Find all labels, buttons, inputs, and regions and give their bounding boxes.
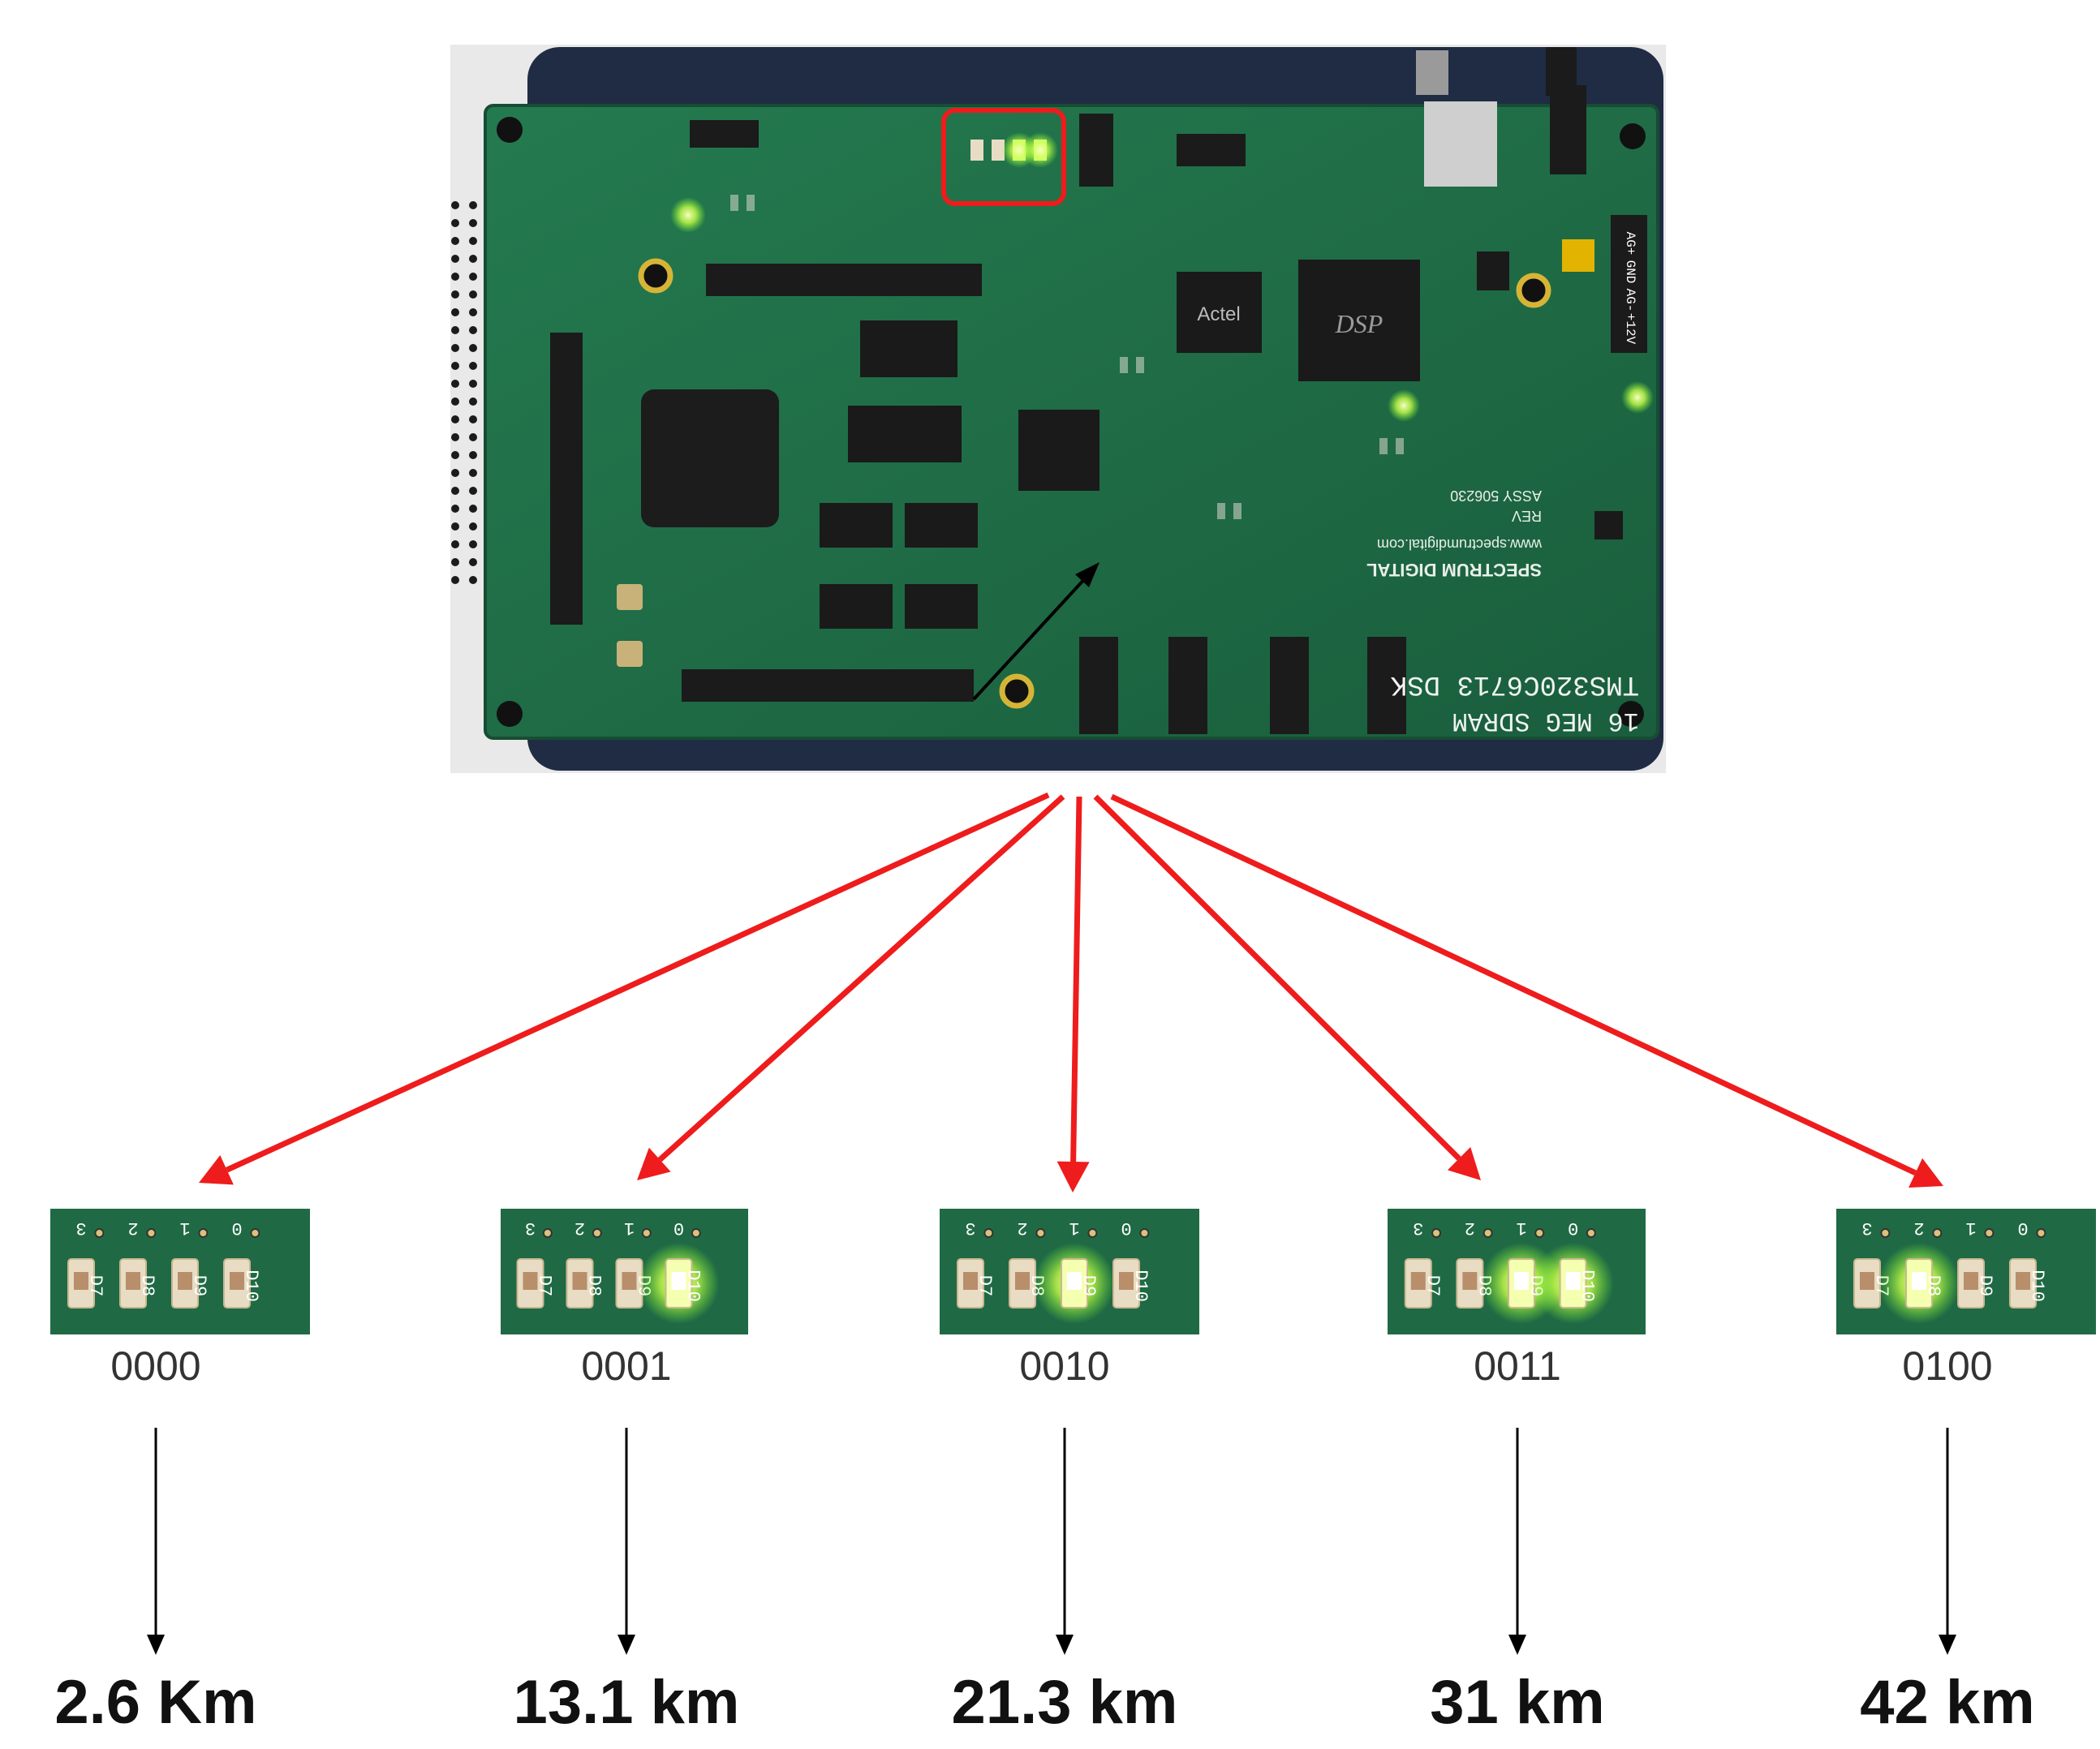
- led-designator: D9: [1975, 1275, 1995, 1296]
- assy-silkscreen: ASSY 506230: [1450, 488, 1542, 504]
- bit-label: 1: [624, 1218, 635, 1238]
- red-arrow-0010: [1070, 796, 1082, 1162]
- fanout-arrows: [199, 792, 1943, 1192]
- terminal-label-0: AG+: [1623, 232, 1637, 256]
- distance-label: 42 km: [1860, 1668, 2035, 1737]
- led-designator: D10: [2027, 1270, 2047, 1302]
- red-arrow-0000: [226, 792, 1050, 1173]
- red-arrow-0001: [657, 794, 1065, 1162]
- bit-label: 0: [2017, 1218, 2028, 1238]
- binary-code-label: 0000: [110, 1343, 201, 1389]
- led-designator: D8: [1923, 1275, 1943, 1296]
- board-status-led-glow: [1388, 389, 1420, 422]
- bit-label: 2: [1465, 1218, 1475, 1238]
- led-designator: D10: [241, 1270, 261, 1302]
- actel-chip-label: Actel: [1197, 303, 1240, 325]
- terminal-label-2: AG-: [1623, 289, 1637, 312]
- bit-label: 1: [1965, 1218, 1976, 1238]
- bit-label: 1: [1516, 1218, 1526, 1238]
- red-arrowhead: [637, 1147, 671, 1180]
- down-arrowhead: [1508, 1635, 1526, 1655]
- bit-label: 1: [179, 1218, 190, 1238]
- bit-label: 2: [127, 1218, 138, 1238]
- led-designator: D7: [85, 1275, 105, 1296]
- bit-label: 2: [1017, 1218, 1027, 1238]
- down-arrowhead: [1056, 1635, 1074, 1655]
- down-arrowhead: [618, 1635, 635, 1655]
- binary-code-label: 0010: [1019, 1343, 1110, 1389]
- down-arrowhead: [147, 1635, 165, 1655]
- led-designator: D9: [1078, 1275, 1099, 1296]
- led-designator: D8: [137, 1275, 157, 1296]
- dsp-board-photo: DSP Actel AG+ GND: [450, 45, 1666, 773]
- board-pointer-arrow: [972, 574, 1089, 701]
- binary-code-label: 0100: [1902, 1343, 1993, 1389]
- distance-label: 13.1 km: [513, 1668, 740, 1737]
- led-highlight-box: [941, 108, 1066, 206]
- terminal-label-3: +12V: [1623, 313, 1637, 345]
- bit-label: 0: [673, 1218, 684, 1238]
- red-arrowhead: [199, 1155, 234, 1185]
- rev-silkscreen: REV: [1512, 508, 1542, 524]
- led-designator: D10: [1577, 1270, 1598, 1302]
- bit-label: 0: [1568, 1218, 1578, 1238]
- led-designator: D7: [975, 1275, 995, 1296]
- led-designator: D9: [189, 1275, 209, 1296]
- model-silkscreen: TMS320C6713 DSK: [1390, 668, 1639, 699]
- bit-label: 3: [525, 1218, 536, 1238]
- down-arrowhead: [1939, 1635, 1956, 1655]
- terminal-label-1: GND: [1623, 260, 1637, 284]
- red-arrowhead: [1909, 1158, 1943, 1188]
- dsp-chip-label: DSP: [1335, 309, 1384, 338]
- red-arrowhead: [1056, 1161, 1090, 1192]
- board-status-led-glow: [1621, 381, 1654, 414]
- memory-silkscreen: 16 MEG SDRAM: [1452, 706, 1639, 736]
- led-state-panels: 3D72D81D90D103D72D81D90D103D72D81D90D103…: [50, 1209, 2096, 1655]
- binary-code-label: 0011: [1474, 1343, 1561, 1389]
- bit-label: 3: [965, 1218, 975, 1238]
- red-arrow-0011: [1093, 794, 1461, 1161]
- bit-label: 3: [1861, 1218, 1872, 1238]
- bit-label: 2: [574, 1218, 585, 1238]
- binary-code-label: 0001: [581, 1343, 672, 1389]
- distance-label: 21.3 km: [951, 1668, 1178, 1737]
- led-designator: D10: [1130, 1270, 1151, 1302]
- board-user-led-3: [970, 140, 983, 161]
- bit-label: 0: [1121, 1218, 1131, 1238]
- bit-label: 3: [1413, 1218, 1423, 1238]
- bit-label: 3: [75, 1218, 86, 1238]
- board-status-led-glow: [670, 197, 706, 233]
- red-arrowhead: [1447, 1147, 1481, 1180]
- bit-label: 1: [1069, 1218, 1079, 1238]
- led-designator: D7: [1422, 1275, 1443, 1296]
- led-designator: D8: [584, 1275, 605, 1296]
- red-arrow-0100: [1110, 793, 1917, 1176]
- led-designator: D10: [683, 1270, 704, 1302]
- led-designator: D7: [535, 1275, 555, 1296]
- brand-silkscreen: SPECTRUM DIGITAL: [1366, 560, 1542, 580]
- web-silkscreen: www.spectrumdigital.com: [1377, 536, 1543, 552]
- board-user-led-2: [992, 140, 1005, 161]
- distance-label: 2.6 Km: [54, 1668, 257, 1737]
- distance-label: 31 km: [1430, 1668, 1605, 1737]
- bit-label: 2: [1913, 1218, 1924, 1238]
- bit-label: 0: [231, 1218, 242, 1238]
